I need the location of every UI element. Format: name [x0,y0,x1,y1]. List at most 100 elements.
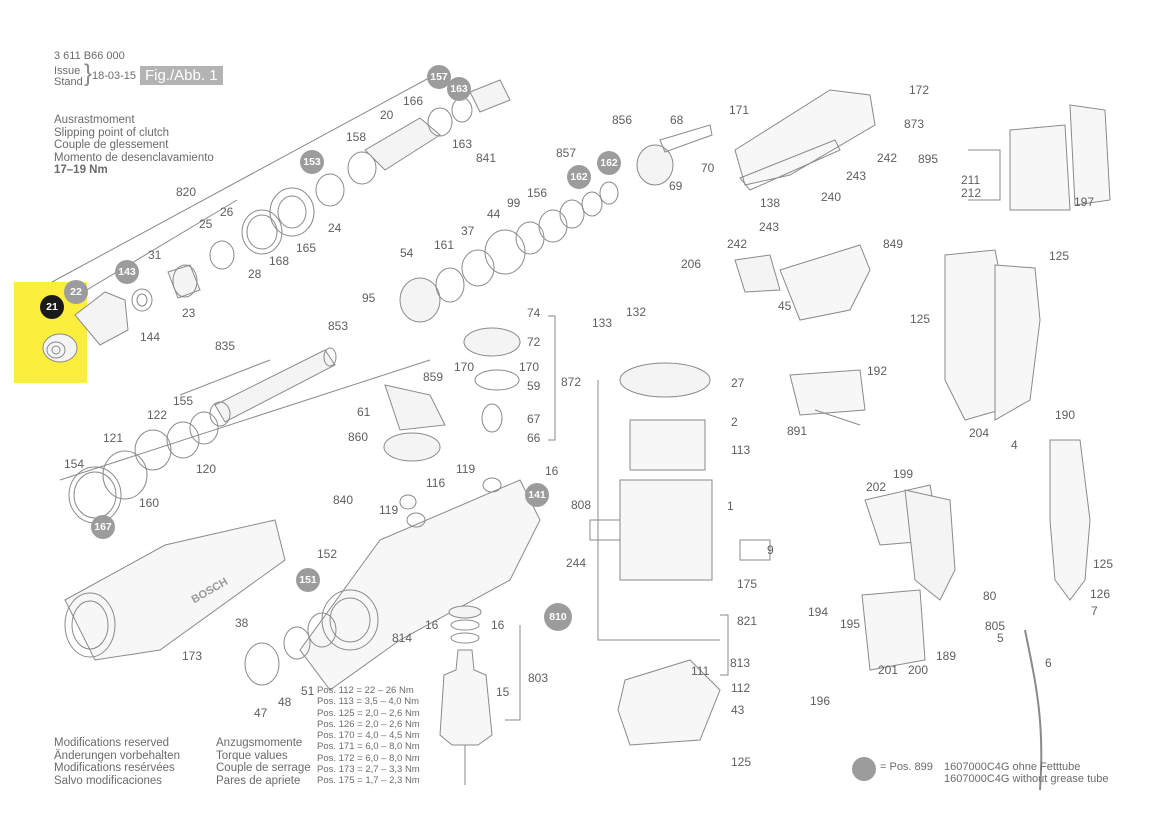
legend-line-1: 1607000C4G ohne Fetttube [944,761,1081,773]
label-99: 99 [507,196,521,210]
label-156: 156 [527,186,548,200]
label-244: 244 [566,556,587,570]
legend-bubble-icon [852,757,876,781]
label-116: 116 [426,476,446,490]
label-1: 1 [727,499,734,513]
label-16a: 16 [545,464,559,478]
label-196: 196 [810,694,831,708]
label-23: 23 [182,306,196,320]
clutch-line-es: Momento de desenclavamiento [54,151,214,164]
brace: } [84,60,93,87]
modifications-en: Änderungen vorbehalten [54,749,180,762]
label-872: 872 [561,375,582,389]
part-190-handle [1049,439,1091,601]
label-202: 202 [866,480,887,494]
label-133: 133 [592,316,613,330]
part-43-motor-cover [617,659,721,746]
torque-value-112: Pos. 112 = 22 – 26 Nm [317,685,414,696]
part-38-front-housing [64,519,286,661]
torque-value-173: Pos. 173 = 2,7 – 3,3 Nm [317,764,420,776]
bubble-810[interactable]: 810 [544,603,572,631]
label-199: 199 [893,467,914,481]
label-54: 54 [400,246,414,260]
label-165: 165 [296,241,317,255]
part-840-gear-housing [299,479,541,691]
label-20: 20 [380,108,394,122]
label-849: 849 [883,237,904,251]
bubble-162-a[interactable]: 162 [567,165,591,189]
label-28: 28 [248,267,262,281]
label-243a: 243 [846,169,867,183]
legend-pos: = Pos. 899 [880,761,933,773]
label-121: 121 [103,431,124,445]
label-70: 70 [701,161,715,175]
label-204: 204 [969,426,990,440]
label-68: 68 [670,113,684,127]
label-24: 24 [328,221,342,235]
label-189: 189 [936,649,957,663]
bubble-162-b[interactable]: 162 [597,151,621,175]
torque-value-126: Pos. 126 = 2,0 – 2,6 Nm [317,718,420,730]
clutch-value: 17–19 Nm [54,164,108,177]
label-25: 25 [199,217,213,231]
bubble-22[interactable]: 22 [64,280,88,304]
label-853: 853 [328,319,349,333]
bubble-153[interactable]: 153 [300,150,324,174]
modifications-note: Modifications reserved Änderungen vorbeh… [54,737,180,787]
label-873: 873 [904,117,925,131]
label-212: 212 [961,186,982,200]
part-860-gear [383,432,441,462]
label-44: 44 [487,207,501,221]
label-840: 840 [333,493,354,507]
label-26: 26 [220,205,234,219]
part-197-side-panel [1069,104,1111,206]
label-4: 4 [1011,438,1018,452]
label-821: 821 [737,614,758,628]
label-803: 803 [528,671,549,685]
bubble-143[interactable]: 143 [115,260,139,284]
bubble-167[interactable]: 167 [91,515,115,539]
bubble-141[interactable]: 141 [525,483,549,507]
bubble-163[interactable]: 163 [447,77,471,101]
issue-label: Issue [54,65,81,77]
torque-title-fr: Couple de serrage [216,762,311,775]
label-7: 7 [1091,604,1098,618]
label-168: 168 [269,254,290,268]
label-125d: 125 [1093,557,1114,571]
part-72-gear [463,327,521,357]
label-175: 175 [737,577,758,591]
label-173: 173 [182,649,203,663]
part-number: 3 611 B66 000 [54,50,125,62]
label-808: 808 [571,498,592,512]
part-803-armature [439,649,493,746]
label-2: 2 [731,415,738,429]
label-111: 111 [691,664,710,678]
label-160: 160 [139,496,160,510]
label-9: 9 [767,543,774,557]
label-240: 240 [821,190,842,204]
bubble-151[interactable]: 151 [296,568,320,592]
label-74: 74 [527,306,541,320]
label-59: 59 [527,379,541,393]
label-211: 211 [961,173,981,187]
issue-date: 18-03-15 [92,70,137,82]
label-125b: 125 [1049,249,1070,263]
torque-title-es: Pares de apriete [216,774,301,787]
label-27: 27 [731,376,745,390]
label-43: 43 [731,703,745,717]
torque-value-125: Pos. 125 = 2,0 – 2,6 Nm [317,707,420,719]
bubble-21-active[interactable]: 21 [40,295,64,319]
label-38: 38 [235,616,249,630]
torque-title-de: Anzugsmomente [216,737,303,749]
label-125a: 125 [731,755,752,769]
label-200: 200 [908,663,929,677]
label-132: 132 [626,305,647,319]
modifications-de: Modifications reserved [54,737,170,749]
label-242a: 242 [877,151,898,165]
label-155: 155 [173,394,194,408]
label-66: 66 [527,431,541,445]
torque-value-175: Pos. 175 = 1,7 – 2,3 Nm [317,775,420,787]
label-95: 95 [362,291,376,305]
label-243b: 243 [759,220,780,234]
part-1-motor-housing [619,479,713,581]
